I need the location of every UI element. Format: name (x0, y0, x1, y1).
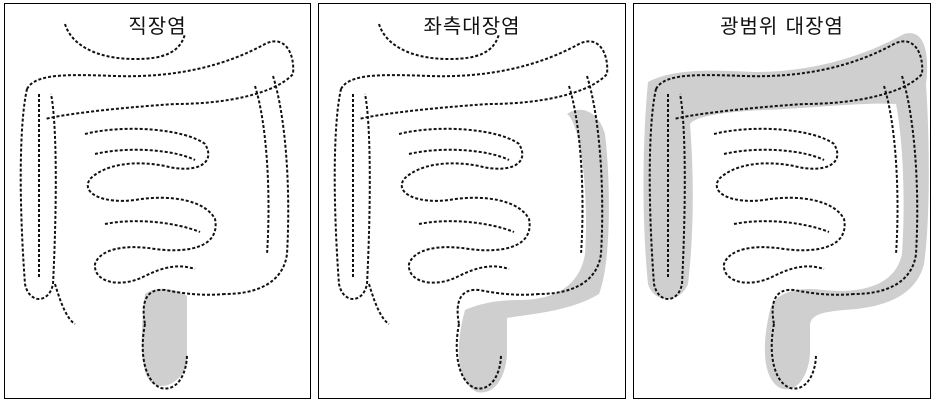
panel-proctitis: 직장염 (4, 3, 311, 399)
inflamed-extensive-colon (644, 33, 929, 389)
colon-diagram (319, 4, 626, 399)
panel-title: 좌측대장염 (319, 10, 625, 39)
panel-extensive-colitis: 광범위 대장염 (633, 3, 931, 399)
colon-diagram (634, 4, 931, 399)
panel-left-sided-colitis: 좌측대장염 (318, 3, 626, 399)
colon-diagram (5, 4, 311, 399)
panel-title: 직장염 (5, 10, 310, 39)
panel-title: 광범위 대장염 (634, 10, 930, 39)
inflamed-rectum (142, 289, 187, 386)
